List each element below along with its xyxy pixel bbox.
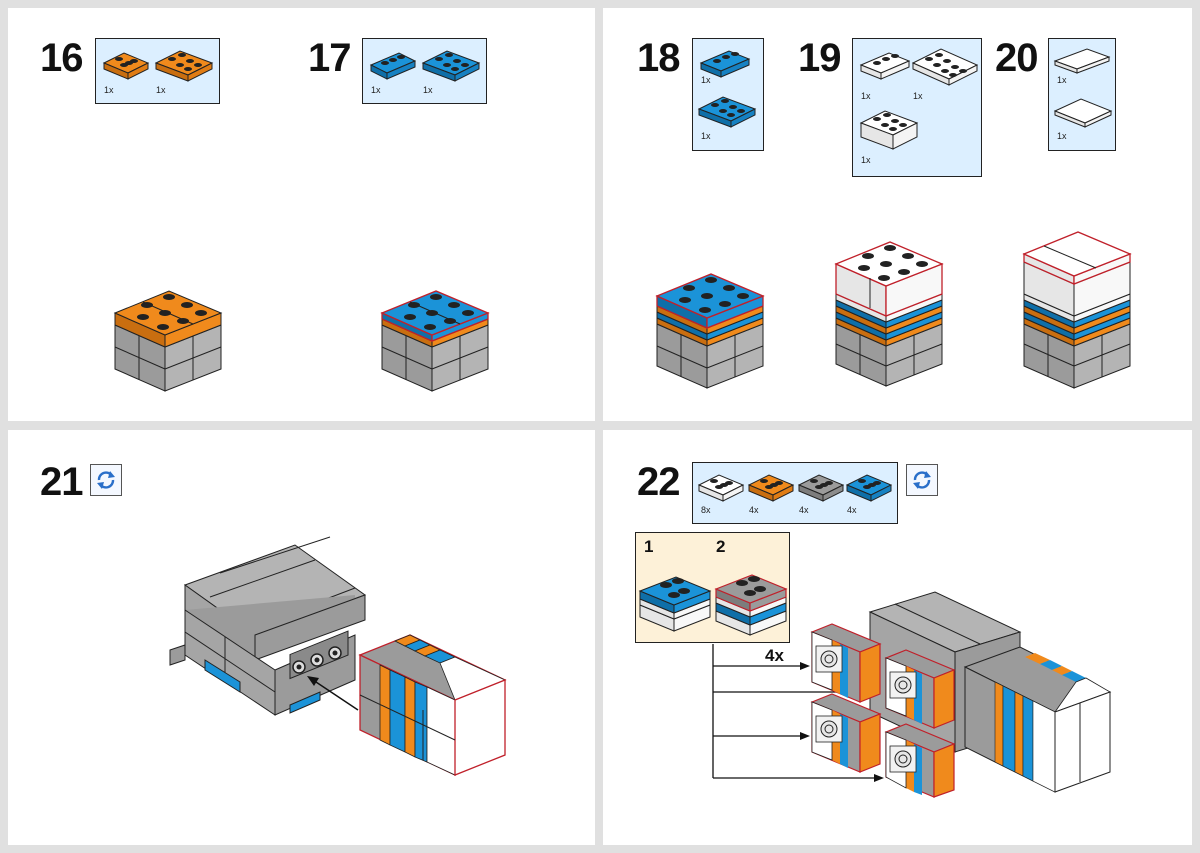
rotate-icon bbox=[906, 464, 938, 496]
parts-box-step-16: 1x 1x bbox=[95, 38, 220, 104]
model-step-19 bbox=[834, 241, 944, 387]
part-qty: 1x bbox=[1057, 75, 1067, 85]
arrow-icon bbox=[307, 676, 359, 711]
part-blue-plate-2x2 bbox=[845, 474, 893, 502]
part-qty: 8x bbox=[701, 505, 711, 515]
parts-box-step-20: 1x 1x bbox=[1048, 38, 1116, 151]
step-number-18: 18 bbox=[637, 36, 680, 80]
part-qty: 4x bbox=[749, 505, 759, 515]
parts-box-step-17: 1x 1x bbox=[362, 38, 487, 104]
step-number-19: 19 bbox=[798, 36, 841, 80]
part-qty: 4x bbox=[799, 505, 809, 515]
subassembly-step-1: 1 bbox=[644, 537, 654, 556]
model-step-16 bbox=[113, 290, 223, 392]
model-step-17 bbox=[380, 290, 490, 392]
model-step-18 bbox=[655, 273, 765, 389]
part-blue-plate-1x3 bbox=[699, 50, 751, 78]
subassembly-multiplier: 4x bbox=[765, 646, 784, 665]
subassembly-step-2: 2 bbox=[716, 537, 726, 556]
model-step-21 bbox=[169, 536, 507, 777]
part-qty: 1x bbox=[701, 131, 711, 141]
part-white-plate-2x2 bbox=[697, 474, 745, 502]
part-orange-plate-2x3 bbox=[154, 50, 214, 82]
step-number-21: 21 bbox=[40, 460, 83, 504]
part-blue-plate-2x3 bbox=[421, 50, 481, 82]
part-qty: 1x bbox=[104, 85, 114, 95]
part-white-plate-1x3 bbox=[859, 52, 911, 80]
part-qty: 1x bbox=[423, 85, 433, 95]
part-qty: 1x bbox=[701, 75, 711, 85]
step-number-17: 17 bbox=[308, 36, 351, 80]
rotate-icon bbox=[90, 464, 122, 496]
subassembly-model-2 bbox=[714, 574, 788, 636]
part-qty: 1x bbox=[371, 85, 381, 95]
part-gray-plate-2x2 bbox=[797, 474, 845, 502]
part-white-tile-2x3 bbox=[1053, 98, 1113, 128]
parts-box-step-19: 1x 1x 1x bbox=[852, 38, 982, 177]
subassembly-model-1 bbox=[638, 576, 712, 632]
step-number-16: 16 bbox=[40, 36, 83, 80]
parts-box-step-22: 8x 4x 4x 4x bbox=[692, 462, 898, 524]
part-qty: 4x bbox=[847, 505, 857, 515]
part-white-plate-2x4 bbox=[911, 48, 979, 86]
part-blue-plate-2x3 bbox=[697, 96, 757, 128]
part-orange-plate-2x2 bbox=[747, 474, 795, 502]
part-white-tile-1x3 bbox=[1053, 48, 1111, 74]
part-qty: 1x bbox=[861, 91, 871, 101]
part-qty: 1x bbox=[156, 85, 166, 95]
model-step-20 bbox=[1022, 231, 1132, 389]
part-blue-plate-1x3 bbox=[369, 52, 417, 80]
part-qty: 1x bbox=[1057, 131, 1067, 141]
part-qty: 1x bbox=[861, 155, 871, 165]
part-white-brick-2x3 bbox=[859, 110, 919, 150]
step-number-22: 22 bbox=[637, 460, 680, 504]
part-qty: 1x bbox=[913, 91, 923, 101]
part-orange-plate-2x2 bbox=[102, 52, 150, 80]
subassembly-box: 1 2 bbox=[635, 532, 790, 643]
step-number-20: 20 bbox=[995, 36, 1038, 80]
model-step-22 bbox=[712, 591, 1112, 798]
parts-box-step-18: 1x 1x bbox=[692, 38, 764, 151]
